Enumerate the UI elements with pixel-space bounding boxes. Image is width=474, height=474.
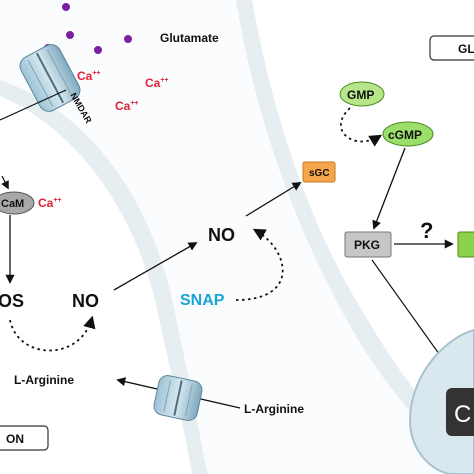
glutamate-dot <box>94 46 102 54</box>
no-mid-label: NO <box>208 225 235 245</box>
dotted-arrow-snap-to-no <box>235 228 284 301</box>
calcium-influx-line <box>0 89 67 121</box>
snap-label: SNAP <box>180 292 225 309</box>
glia-tag-label: GL <box>458 42 474 56</box>
gmp-node <box>339 81 385 107</box>
gmp-label: GMP <box>347 88 374 102</box>
pkg-label: PKG <box>354 238 380 252</box>
l-arginine-right-label: L-Arginine <box>244 402 304 416</box>
neuron-tag-box <box>0 425 49 451</box>
nos-label: OS <box>0 291 24 311</box>
pkg-target-node <box>457 231 474 258</box>
sgc-node <box>302 161 336 183</box>
l-arginine-left-label: L-Arginine <box>14 373 74 387</box>
presynaptic-membrane <box>0 80 208 474</box>
sgc-label: sGC <box>309 168 330 179</box>
nmdar-receptor <box>19 44 81 112</box>
arrow-cgmp-to-pkg <box>372 147 406 230</box>
glutamate-label: Glutamate <box>160 31 219 45</box>
cgmp-label: cGMP <box>388 128 422 142</box>
calcium-label-4: Ca++ <box>38 196 62 210</box>
glutamate-dot <box>66 31 74 39</box>
postsynaptic-membrane <box>236 0 474 470</box>
glutamate-dot <box>62 3 70 11</box>
calcium-label-2: Ca++ <box>145 76 169 90</box>
neuron-tag-label: ON <box>6 432 24 446</box>
nucleus-node <box>446 388 474 436</box>
cam-node <box>0 191 35 215</box>
calcium-label-3: Ca++ <box>115 99 139 113</box>
dotted-arrow-gmp-to-cgmp <box>340 107 383 147</box>
arrow-no-to-no <box>113 242 198 291</box>
pkg-node <box>344 231 392 258</box>
arrow-to-cam <box>1 175 9 190</box>
glutamate-dot <box>124 35 132 43</box>
nucleus-envelope <box>408 328 474 474</box>
glia-tag-box <box>429 35 474 61</box>
cam-label: CaM <box>1 198 24 210</box>
no-left-label: NO <box>72 291 99 311</box>
dotted-arrow-nos-to-no <box>9 315 96 352</box>
cgmp-node <box>382 121 434 147</box>
nucleus-label: C <box>454 401 471 428</box>
calcium-label-1: Ca++ <box>77 69 101 83</box>
arginine-transporter <box>153 375 203 421</box>
question-mark: ? <box>420 218 433 243</box>
arrow-no-to-sgc <box>245 182 302 217</box>
